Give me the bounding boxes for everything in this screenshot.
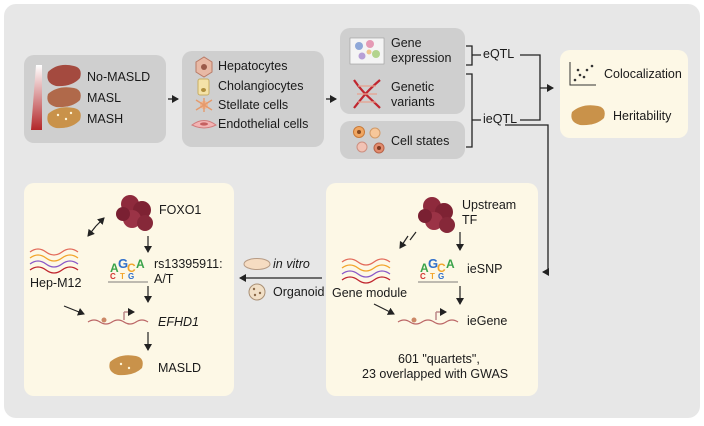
arrow xyxy=(95,217,105,227)
bracket-connector xyxy=(466,45,481,66)
cell-states-label: Cell states xyxy=(391,134,450,148)
svg-text:G: G xyxy=(428,256,438,271)
hepatocyte-icon xyxy=(195,56,213,78)
stage-label: MASL xyxy=(87,91,122,105)
arrow xyxy=(87,225,97,237)
dna-helix-icon xyxy=(353,79,381,109)
efhd1-label: EFHD1 xyxy=(158,315,199,329)
cell-type-label: Hepatocytes xyxy=(218,59,288,73)
ieqtl-to-quartet-arrow xyxy=(505,124,549,276)
arrow xyxy=(399,235,409,249)
quartet-summary: 23 overlapped with GWAS xyxy=(362,367,509,381)
svg-text:T: T xyxy=(430,272,435,281)
cell-type-label: Endothelial cells xyxy=(218,117,309,131)
arrow xyxy=(63,305,85,316)
sequence-logo-icon: A G C A C T G xyxy=(418,256,458,283)
svg-text:C: C xyxy=(437,261,446,275)
gene-module-label: Gene module xyxy=(332,286,408,300)
organoid-label: Organoid xyxy=(273,285,325,299)
svg-text:T: T xyxy=(120,272,125,281)
genetic-variants-label: Genetic xyxy=(391,80,435,94)
cholangiocyte-icon xyxy=(197,78,210,96)
gene-expression-label: Gene xyxy=(391,36,422,50)
upstream-tf-label: Upstream xyxy=(462,198,517,212)
svg-text:C: C xyxy=(420,272,426,281)
gene-expression-icon xyxy=(349,37,385,65)
organoid-icon xyxy=(248,283,266,301)
sequence-logo-icon: A G C A C T G xyxy=(108,256,148,283)
petri-dish-icon xyxy=(243,258,271,270)
stage-label: MASH xyxy=(87,112,124,126)
tf-protein-icon xyxy=(418,197,455,233)
stage-label: No-MASLD xyxy=(87,70,151,84)
gene-module-icon xyxy=(29,248,79,274)
foxo1-label: FOXO1 xyxy=(159,203,202,217)
iegene-label: ieGene xyxy=(467,314,508,328)
snp-label: rs13395911: xyxy=(154,257,223,271)
cell-states-icon xyxy=(353,126,385,154)
gene-expression-label: expression xyxy=(391,51,452,65)
hep-m12-label: Hep-M12 xyxy=(30,276,82,290)
liver-icon xyxy=(571,105,605,126)
gene-module-icon xyxy=(341,258,391,284)
heritability-label: Heritability xyxy=(613,109,672,123)
svg-text:A: A xyxy=(446,257,455,271)
cell-type-label: Stellate cells xyxy=(218,98,289,112)
liver-icon xyxy=(47,107,81,129)
qtl-to-results-arrow xyxy=(520,54,553,121)
colocalization-label: Colocalization xyxy=(604,67,682,81)
arrow xyxy=(373,303,395,315)
quartet-summary: 601 "quartets", xyxy=(398,352,480,366)
svg-text:C: C xyxy=(127,261,136,275)
cell-type-label: Cholangiocytes xyxy=(218,79,304,93)
svg-text:A: A xyxy=(110,261,119,275)
severity-gradient xyxy=(31,65,42,130)
upstream-tf-label: TF xyxy=(462,213,478,227)
ieqtl-label: ieQTL xyxy=(483,112,518,126)
snp-label: A/T xyxy=(154,272,174,286)
svg-text:C: C xyxy=(110,272,116,281)
bracket-connector xyxy=(466,73,481,148)
eqtl-label: eQTL xyxy=(483,47,515,61)
svg-text:A: A xyxy=(420,261,429,275)
gene-locus-icon xyxy=(397,312,459,325)
svg-text:G: G xyxy=(438,272,444,281)
liver-icon xyxy=(47,64,81,87)
colocalization-scatter-icon xyxy=(569,62,596,86)
svg-text:G: G xyxy=(118,256,128,271)
arrow xyxy=(409,231,417,241)
in-vitro-label: in vitro xyxy=(273,257,310,271)
liver-icon xyxy=(47,87,81,108)
gene-locus-icon xyxy=(87,312,149,325)
svg-text:A: A xyxy=(136,257,145,271)
tf-protein-icon xyxy=(116,195,153,231)
stellate-cell-icon xyxy=(195,98,213,112)
genetic-variants-label: variants xyxy=(391,95,435,109)
svg-text:G: G xyxy=(128,272,134,281)
iesnp-label: ieSNP xyxy=(467,262,503,276)
liver-icon xyxy=(109,355,143,376)
endothelial-cell-icon xyxy=(191,120,217,129)
masld-label: MASLD xyxy=(158,361,202,375)
